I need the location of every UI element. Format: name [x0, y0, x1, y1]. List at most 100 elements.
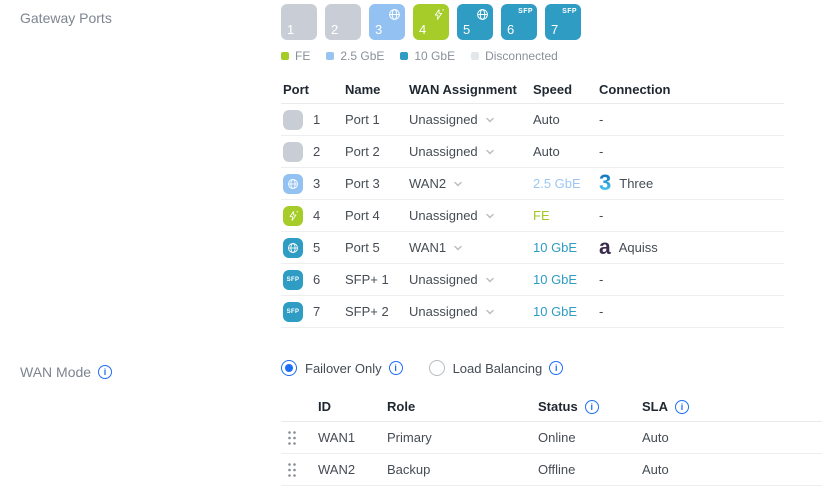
port-table-row: 1 Port 1 Unassigned Auto	[281, 104, 784, 136]
wan-assignment-dropdown[interactable]: Unassigned	[409, 304, 533, 319]
sfp-label: SFP	[286, 276, 300, 283]
gateway-ports-label: Gateway Ports	[20, 10, 112, 26]
port-number: 3	[375, 22, 383, 37]
globe-icon	[287, 178, 299, 190]
port-number: 3	[313, 176, 321, 191]
port-number: 6	[313, 272, 321, 287]
port-connection: -	[599, 272, 784, 287]
gateway-port-tiles: 1 2	[281, 4, 825, 40]
sfp-label: SFP	[286, 308, 300, 315]
port-table-row: SFP 7 SFP+ 2 Unassigned	[281, 296, 784, 328]
connection-name: -	[599, 208, 604, 223]
connection-name: -	[599, 272, 604, 287]
wan-mode-label-wrap: WAN Mode	[0, 354, 281, 486]
port-connection: -	[599, 144, 784, 159]
port-number: 4	[313, 208, 321, 223]
chevron-down-icon	[485, 307, 495, 317]
connection-name: -	[599, 304, 604, 319]
port-name: Port 1	[345, 112, 380, 127]
port-speed: FE	[533, 208, 550, 223]
wan-id: WAN1	[318, 430, 356, 445]
globe-icon	[476, 8, 489, 21]
col-header-role: Role	[387, 399, 416, 414]
isp-logo: a	[599, 236, 611, 259]
port-connection: 3 Three	[599, 169, 784, 195]
port-connection: -	[599, 208, 784, 223]
wan-mode-label: WAN Mode	[20, 364, 92, 380]
wan-assignment-dropdown[interactable]: Unassigned	[409, 208, 533, 223]
info-icon[interactable]	[549, 361, 564, 375]
gateway-port-tile[interactable]: 1	[281, 4, 317, 40]
port-table-row: SFP 6 SFP+ 1 Unassigned	[281, 264, 784, 296]
gateway-port-tile[interactable]: SFP 6	[501, 4, 537, 40]
port-status-icon	[283, 141, 303, 162]
ports-table-body: 1 Port 1 Unassigned Auto	[281, 104, 784, 328]
port-status-icon: SFP	[283, 269, 303, 290]
wan-assignment-dropdown[interactable]: Unassigned	[409, 112, 533, 127]
legend-label: Disconnected	[485, 49, 558, 63]
col-header-connection: Connection	[599, 82, 671, 97]
wan-assignment-dropdown[interactable]: WAN2	[409, 176, 533, 191]
legend-label: 2.5 GbE	[340, 49, 385, 63]
wan-mode-radio-option[interactable]: Load Balancing	[428, 360, 564, 376]
port-number: 4	[419, 22, 427, 37]
info-icon[interactable]	[675, 399, 689, 414]
port-name: Port 5	[345, 240, 380, 255]
wan-assignment-value: Unassigned	[409, 208, 478, 223]
drag-handle-icon[interactable]	[281, 462, 318, 478]
port-status-icon	[283, 205, 303, 226]
port-table-row: 3 Port 3 WAN2 2.5 GbE	[281, 168, 784, 200]
gateway-port-tile[interactable]: 4	[413, 4, 449, 40]
port-status-icon	[283, 237, 303, 258]
port-speed: 2.5 GbE	[533, 176, 581, 191]
connection-name: Three	[619, 176, 654, 191]
port-number: 6	[507, 22, 515, 37]
sfp-label: SFP	[562, 8, 577, 15]
gateway-port-tile[interactable]: 2	[325, 4, 361, 40]
wan-role: Primary	[387, 430, 432, 445]
drag-handle-icon[interactable]	[281, 430, 318, 446]
sfp-label: SFP	[518, 8, 533, 15]
port-speed: Auto	[533, 144, 560, 159]
port-name: SFP+ 2	[345, 304, 389, 319]
globe-icon	[287, 242, 299, 254]
connection-name: Aquiss	[618, 240, 658, 255]
isp-logo: 3	[599, 169, 612, 195]
port-name: Port 2	[345, 144, 380, 159]
port-status-icon	[283, 173, 303, 194]
info-icon[interactable]	[584, 399, 599, 414]
col-header-sla: SLA	[642, 399, 822, 414]
wan-role: Backup	[387, 462, 431, 477]
connection-name: -	[599, 112, 604, 127]
port-table-row: 4 Port 4 Unassigned FE	[281, 200, 784, 232]
wan-table-row: WAN2 Backup Offline Auto	[281, 454, 822, 486]
wan-mode-radio-option[interactable]: Failover Only	[281, 360, 403, 376]
wan-assignment-dropdown[interactable]: Unassigned	[409, 272, 533, 287]
gateway-port-tile[interactable]: 3	[369, 4, 405, 40]
radio-icon	[428, 360, 445, 376]
port-connection: -	[599, 304, 784, 319]
globe-icon	[388, 8, 401, 21]
legend-swatch-icon	[281, 52, 289, 60]
wan-assignment-dropdown[interactable]: WAN1	[409, 240, 533, 255]
legend-item: Disconnected	[471, 49, 558, 63]
port-number: 2	[331, 22, 339, 37]
wan-sla: Auto	[642, 430, 669, 445]
wan-mode-section: WAN Mode Failover Only Load Balancing	[0, 354, 825, 486]
port-name: Port 3	[345, 176, 380, 191]
port-number: 7	[313, 304, 321, 319]
port-number: 7	[551, 22, 559, 37]
chevron-down-icon	[485, 115, 495, 125]
gateway-ports-table: Port Name WAN Assignment Speed Connectio…	[281, 76, 784, 328]
port-connection: a Aquiss	[599, 237, 784, 258]
wan-assignment-dropdown[interactable]: Unassigned	[409, 144, 533, 159]
legend-swatch-icon	[471, 52, 480, 60]
wan-sla: Auto	[642, 462, 669, 477]
wan-table: ID Role Status SLA	[281, 392, 822, 486]
gateway-port-tile[interactable]: SFP 7	[545, 4, 581, 40]
info-icon[interactable]	[98, 365, 113, 379]
legend-swatch-icon	[400, 52, 409, 60]
wan-status: Online	[538, 430, 576, 445]
info-icon[interactable]	[388, 361, 403, 375]
gateway-port-tile[interactable]: 5	[457, 4, 493, 40]
